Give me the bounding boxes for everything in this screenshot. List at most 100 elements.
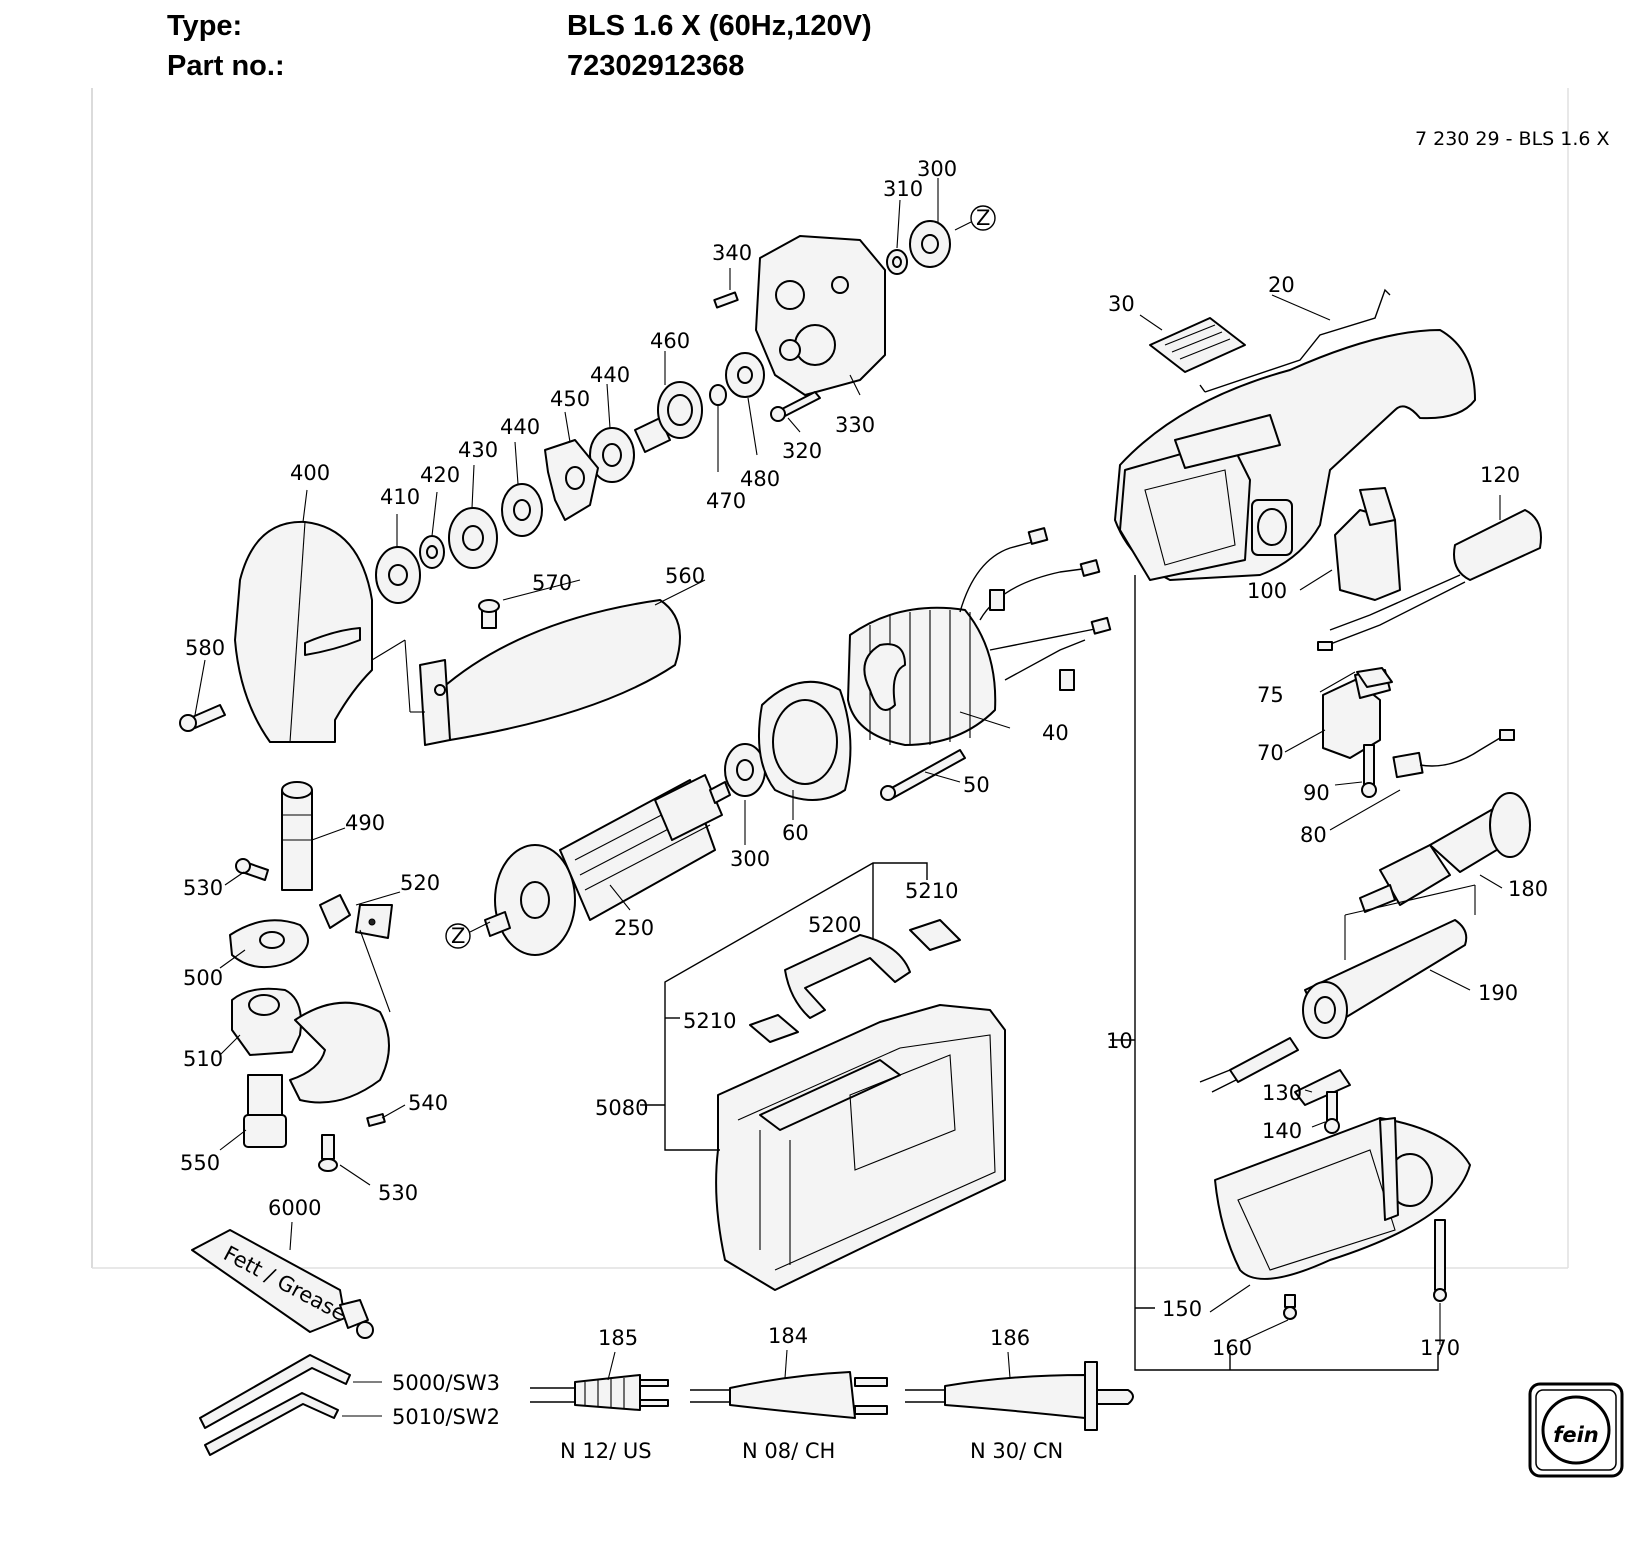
callout-6000: 6000 xyxy=(268,1196,321,1220)
stator-40 xyxy=(847,606,997,746)
callout-190: 190 xyxy=(1478,981,1518,1005)
bearing-480 xyxy=(725,352,765,398)
callout-490: 490 xyxy=(345,811,385,835)
callout-30: 30 xyxy=(1108,292,1135,316)
part-number-value: 72302912368 xyxy=(567,50,745,82)
callout-120: 120 xyxy=(1480,463,1520,487)
group-bracket-5080 xyxy=(664,862,928,1151)
washer-500 xyxy=(229,919,309,969)
callout-185: 185 xyxy=(598,1326,638,1350)
callout-5000: 5000/SW3 xyxy=(392,1371,500,1395)
grease-tube-6000: Fett / Grease xyxy=(191,1229,374,1339)
fan-baffle-60 xyxy=(757,680,852,801)
pin-340 xyxy=(713,291,739,309)
callout-186: 186 xyxy=(990,1326,1030,1350)
screw-320 xyxy=(770,391,821,422)
callout-140: 140 xyxy=(1262,1119,1302,1143)
callout-100: 100 xyxy=(1247,579,1287,603)
callout-580: 580 xyxy=(185,636,225,660)
screw-90 xyxy=(1361,744,1377,798)
clip-75 xyxy=(1356,667,1393,688)
stator-wires xyxy=(959,527,1112,691)
callout-300-top: 300 xyxy=(917,157,957,181)
latch-5210-left xyxy=(749,1014,799,1043)
plug-label-cn: N 30/ CN xyxy=(970,1439,1063,1463)
callout-160: 160 xyxy=(1212,1336,1252,1360)
screw-550 xyxy=(243,1074,287,1148)
screw-170 xyxy=(1433,1219,1447,1302)
plug-184-ch xyxy=(690,1371,888,1419)
bearing-300-top xyxy=(909,220,951,268)
callout-430: 430 xyxy=(458,438,498,462)
callout-400: 400 xyxy=(290,461,330,485)
callout-460: 460 xyxy=(650,329,690,353)
plug-186-cn xyxy=(905,1361,1134,1431)
z-marker-armature: Z xyxy=(451,924,465,948)
drawing-code: 7 230 29 - BLS 1.6 X xyxy=(1415,128,1610,150)
callout-5210-left: 5210 xyxy=(683,1009,736,1033)
cable-sleeve-190 xyxy=(1302,919,1468,1039)
callout-510: 510 xyxy=(183,1047,223,1071)
die-540 xyxy=(289,1001,390,1127)
fein-logo: fein xyxy=(1528,1382,1624,1478)
callout-5210-right: 5210 xyxy=(905,879,958,903)
callout-540: 540 xyxy=(408,1091,448,1115)
callout-530-top: 530 xyxy=(183,876,223,900)
screw-530-bottom xyxy=(318,1134,338,1172)
latch-5210-right xyxy=(909,919,961,951)
callout-410: 410 xyxy=(380,485,420,509)
callout-570: 570 xyxy=(532,571,572,595)
eccentric-shaft-460 xyxy=(634,381,703,453)
switch-rod-20 xyxy=(1199,288,1391,393)
washer-440-right xyxy=(589,427,635,483)
callout-5010: 5010/SW2 xyxy=(392,1405,500,1429)
washer-440-left xyxy=(501,483,543,537)
die-holder-510 xyxy=(231,987,302,1056)
callout-440-right: 440 xyxy=(590,363,630,387)
switch-cover-30 xyxy=(1149,317,1246,373)
handle-5200 xyxy=(784,934,911,1019)
carrying-case-5080 xyxy=(715,1004,1006,1291)
screw-570 xyxy=(478,599,500,629)
punch-490 xyxy=(281,781,313,891)
part-number-label: Part no.: xyxy=(167,50,285,82)
callout-20: 20 xyxy=(1268,273,1295,297)
callout-480: 480 xyxy=(740,467,780,491)
plug-label-ch: N 08/ CH xyxy=(742,1439,835,1463)
callout-470: 470 xyxy=(706,489,746,513)
callout-530-bottom: 530 xyxy=(378,1181,418,1205)
callout-560: 560 xyxy=(665,564,705,588)
leader-lines xyxy=(194,178,1503,1417)
brush-80 xyxy=(1392,729,1515,779)
callout-50: 50 xyxy=(963,773,990,797)
callout-250: 250 xyxy=(614,916,654,940)
link-450 xyxy=(544,439,599,521)
callout-420: 420 xyxy=(420,463,460,487)
washer-420 xyxy=(419,535,445,569)
callout-180: 180 xyxy=(1508,877,1548,901)
motor-housing-10 xyxy=(1114,329,1476,581)
bearing-300-armature xyxy=(724,743,766,797)
callout-330: 330 xyxy=(835,413,875,437)
plug-label-us: N 12/ US xyxy=(560,1439,652,1463)
washer-470 xyxy=(709,384,727,406)
gear-housing xyxy=(755,235,886,396)
callout-170: 170 xyxy=(1420,1336,1460,1360)
callout-320: 320 xyxy=(782,439,822,463)
screw-50 xyxy=(880,749,966,801)
callout-310: 310 xyxy=(883,177,923,201)
callout-550: 550 xyxy=(180,1151,220,1175)
type-label: Type: xyxy=(167,10,243,42)
callout-520: 520 xyxy=(400,871,440,895)
callout-5080: 5080 xyxy=(595,1096,648,1120)
callout-75: 75 xyxy=(1257,683,1284,707)
armature-250 xyxy=(484,774,731,956)
callout-150: 150 xyxy=(1162,1297,1202,1321)
plug-185-us xyxy=(530,1374,669,1411)
screw-140 xyxy=(1324,1091,1340,1134)
callout-340: 340 xyxy=(712,241,752,265)
callout-labels: 10 20 30 40 50 60 70 75 80 90 100 120 13… xyxy=(180,157,1548,1463)
z-marker-top: Z xyxy=(976,206,990,230)
callout-10: 10 xyxy=(1106,1029,1133,1053)
bearing-410 xyxy=(375,546,421,604)
